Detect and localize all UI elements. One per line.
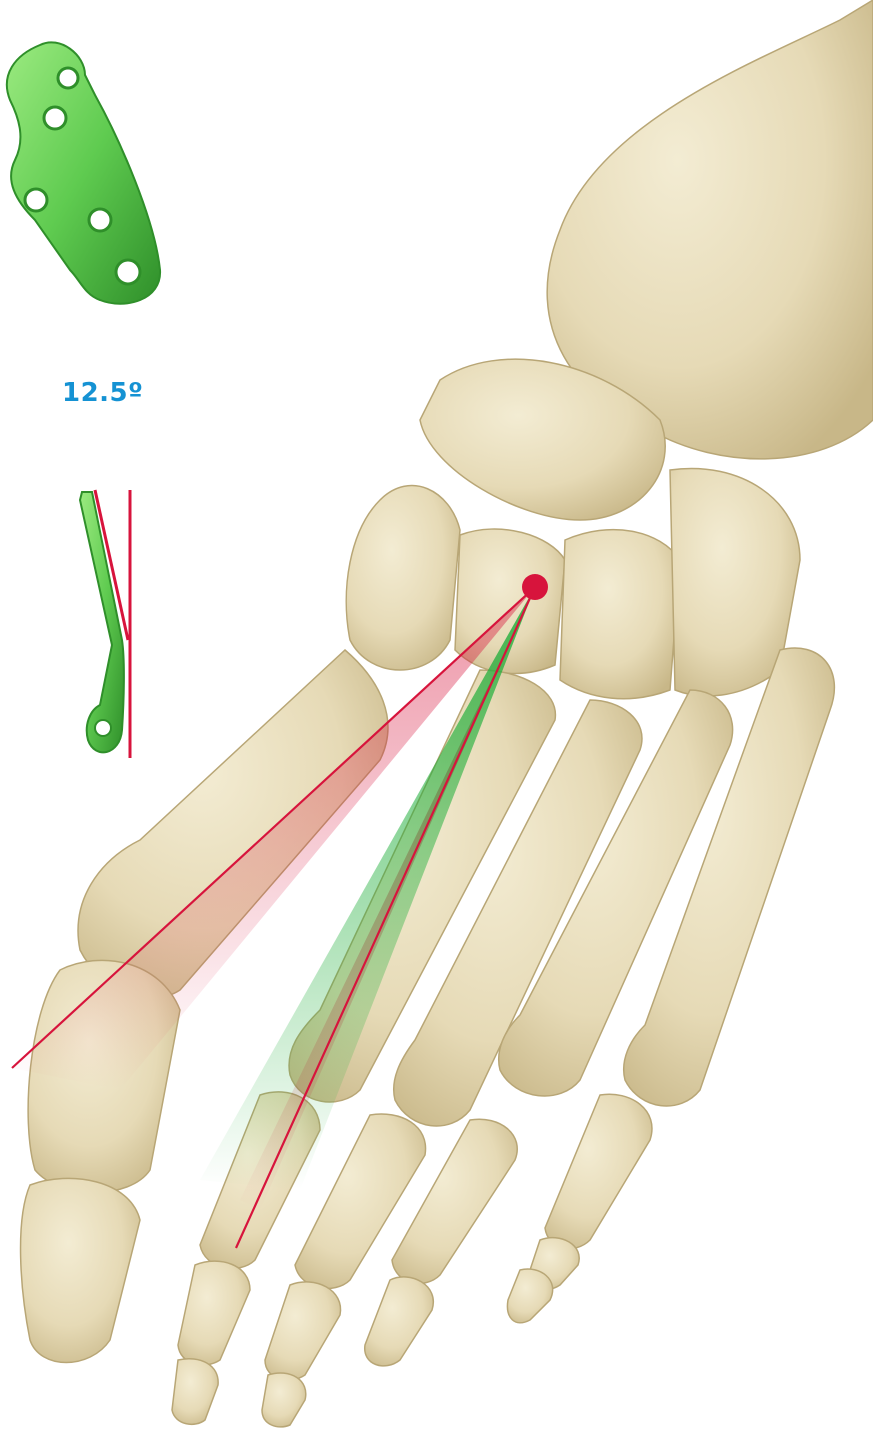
foot-skeleton [21, 0, 873, 1427]
bone-plate-profile-icon [80, 490, 130, 758]
angle-label: 12.5º [62, 378, 143, 408]
toe5-proximal [545, 1094, 652, 1248]
toe3-middle [265, 1282, 341, 1380]
hallux-distal-phalanx [21, 1178, 140, 1362]
toe4-middle [365, 1277, 434, 1366]
toe5-distal [507, 1269, 552, 1323]
medial-cuneiform [346, 486, 460, 670]
toe2-distal [172, 1359, 218, 1425]
bone-plate-icon [7, 42, 160, 303]
toe3-distal [262, 1373, 306, 1427]
pivot-point [522, 574, 548, 600]
lateral-cuneiform [560, 530, 680, 699]
toe2-middle [178, 1261, 250, 1365]
